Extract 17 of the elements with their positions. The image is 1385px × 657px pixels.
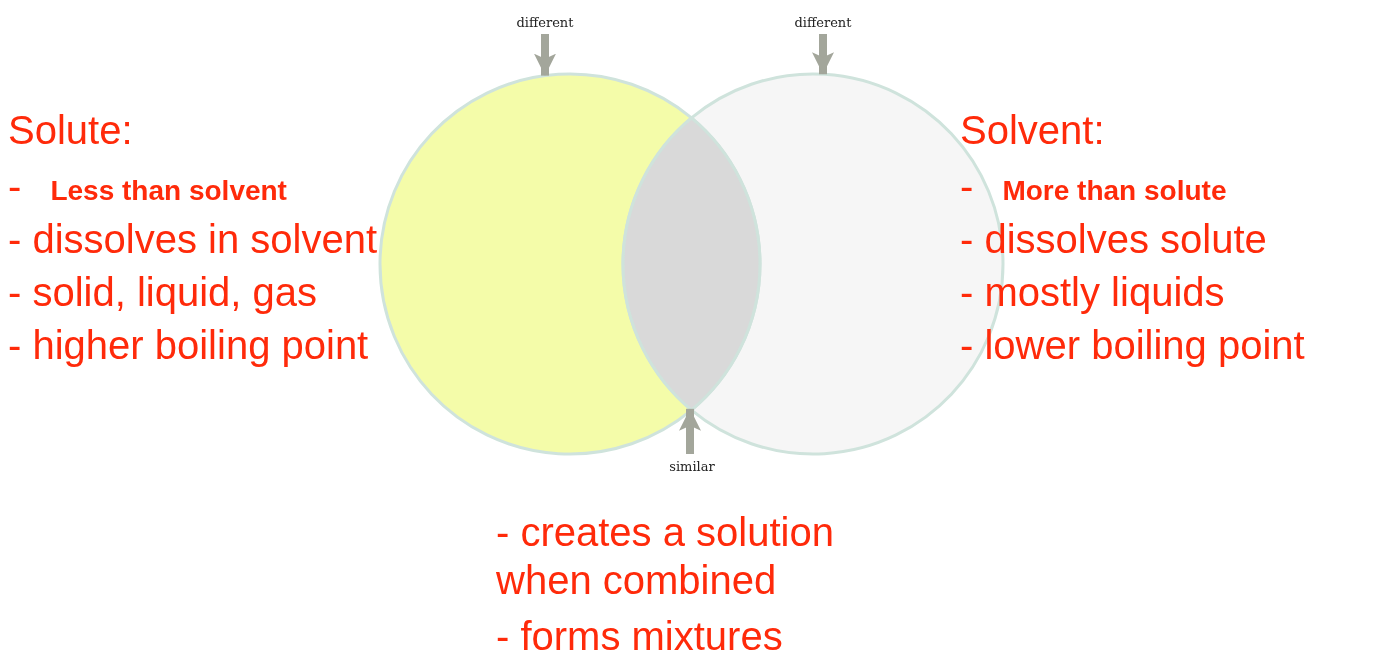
list-item: - dissolves in solvent	[8, 216, 378, 263]
heading: Solvent:	[960, 107, 1105, 154]
overlap-region	[621, 116, 762, 412]
list-item: - mostly liquids	[960, 269, 1225, 316]
list-item: - dissolves solute	[960, 216, 1267, 263]
arrow	[679, 408, 701, 454]
list-item: - solid, liquid, gas	[8, 269, 318, 316]
list-item: - creates a solution when combined	[496, 509, 835, 604]
list-item: - higher boiling point	[8, 322, 369, 369]
list-item: - Less than solvent	[8, 163, 287, 210]
heading: Solute:	[8, 107, 133, 154]
arrow-caption: different	[794, 14, 852, 30]
arrow-caption: similar	[669, 458, 715, 474]
list-item: - lower boiling point	[960, 322, 1305, 369]
arrow-caption: different	[516, 14, 574, 30]
list-item: - forms mixtures	[496, 613, 783, 657]
list-item: - More than solute	[960, 163, 1227, 210]
